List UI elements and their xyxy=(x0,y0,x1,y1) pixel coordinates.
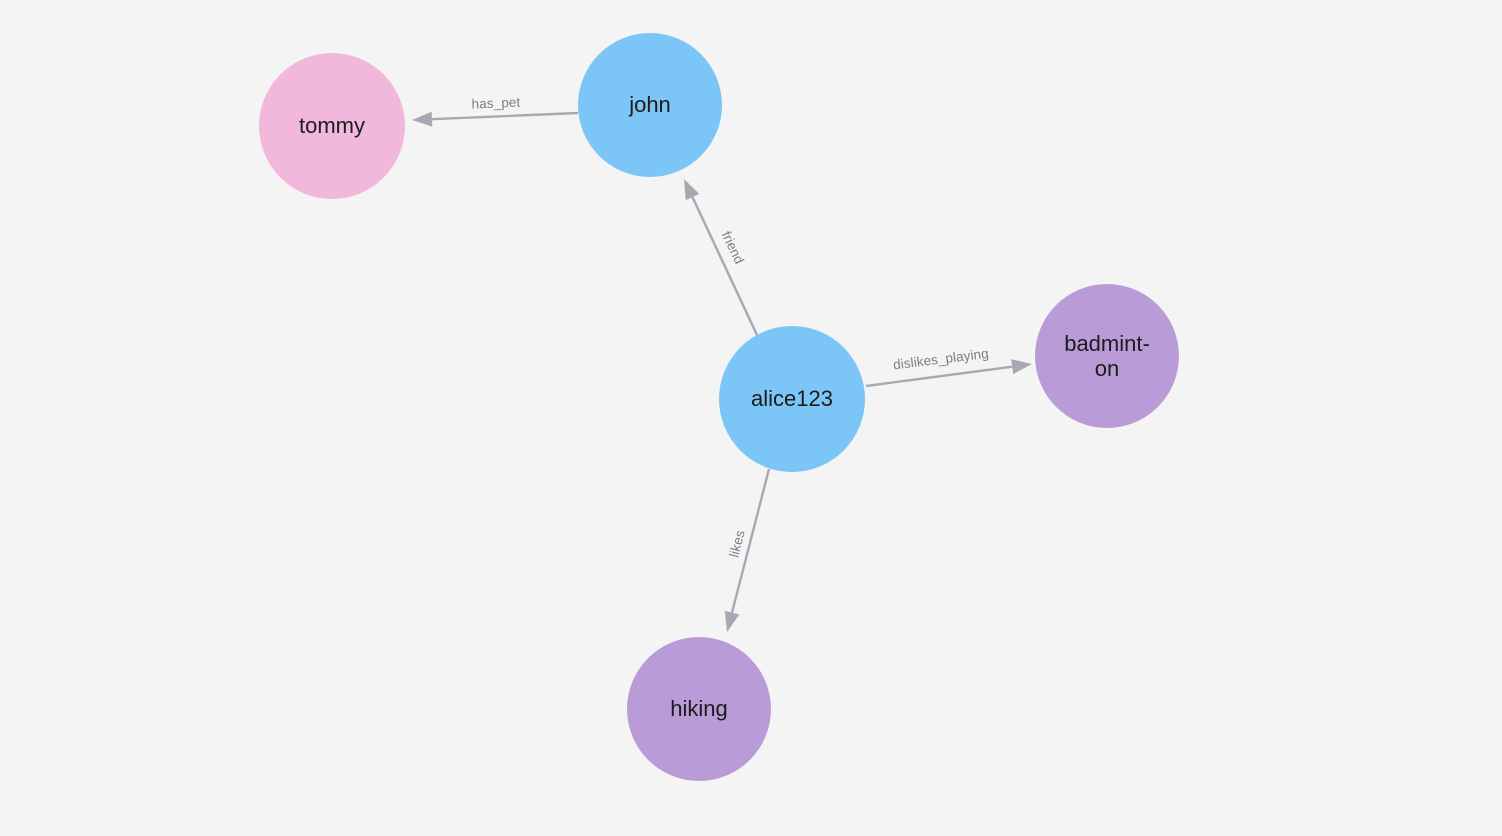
graph-node-label: john xyxy=(629,92,671,118)
graph-edge-arrowhead xyxy=(1011,359,1032,375)
graph-edge-label: likes xyxy=(726,528,747,559)
graph-edge-line[interactable] xyxy=(730,468,771,613)
graph-node-label: badmint- on xyxy=(1064,330,1150,381)
graph-node-hiking[interactable]: hiking xyxy=(627,637,771,781)
graph-node-label: tommy xyxy=(299,113,365,139)
graph-node-label: alice123 xyxy=(751,386,833,412)
graph-edge-label: dislikes_playing xyxy=(892,346,989,373)
graph-node-alice123[interactable]: alice123 xyxy=(719,326,865,472)
graph-node-badminton[interactable]: badmint- on xyxy=(1035,284,1179,428)
graph-edge-arrowhead xyxy=(724,610,740,632)
graph-node-tommy[interactable]: tommy xyxy=(259,53,405,199)
graph-edge-arrowhead xyxy=(412,111,433,127)
graph-node-john[interactable]: john xyxy=(578,33,722,177)
graph-edge-line[interactable] xyxy=(431,111,579,121)
graph-node-label: hiking xyxy=(670,696,728,722)
graph-edge-line[interactable] xyxy=(865,365,1013,388)
graph-edge-arrowhead xyxy=(684,179,700,201)
graph-edge-line[interactable] xyxy=(691,196,759,336)
graph-edge-label: has_pet xyxy=(471,95,520,112)
